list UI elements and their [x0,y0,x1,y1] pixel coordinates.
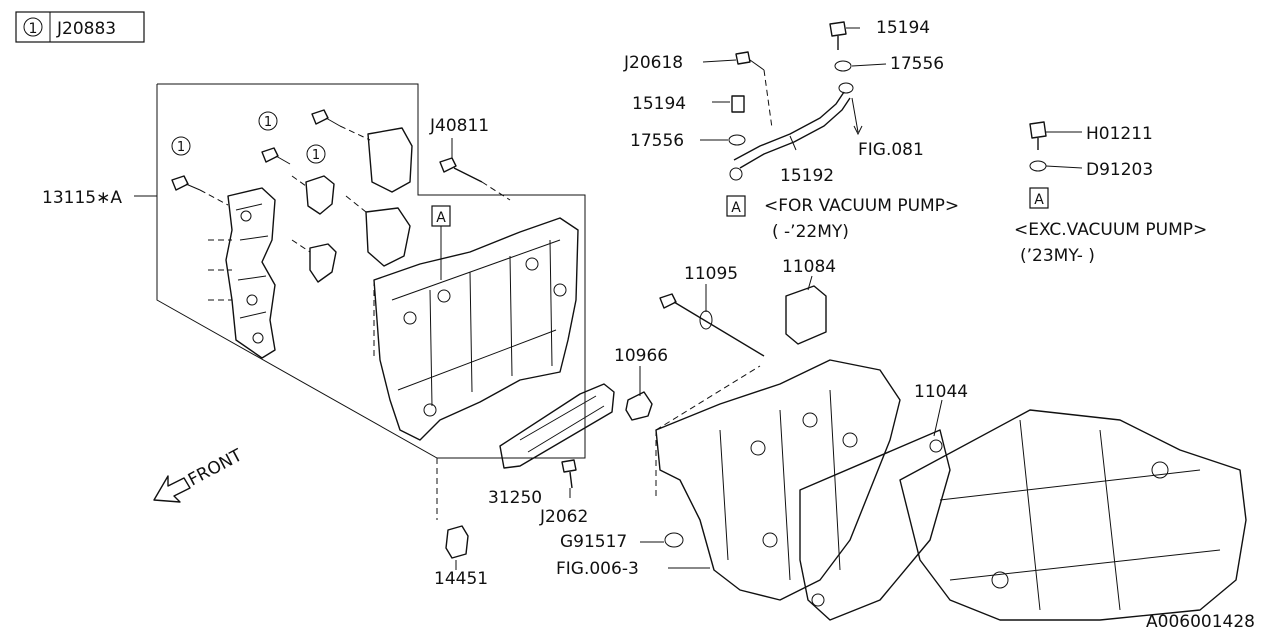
ref-a-box-3: A [1029,187,1049,209]
leader-lines [455,27,1083,570]
plug-14451 [436,458,469,559]
bolt-3: 1 [306,109,371,164]
header-circle-number: 1 [29,21,38,37]
cylinder-head-upper [373,217,579,441]
label-d91203: D91203 [1086,160,1153,180]
cam-caps [291,127,413,283]
label-fig081: FIG.081 [858,140,924,160]
cylinder-head-group-outline [134,83,586,459]
exc-vacuum-parts [1029,121,1047,172]
mark-circle-3: 1 [312,148,320,163]
label-g91517: G91517 [560,532,627,552]
seal-g91517 [664,532,684,548]
mark-circle-1: 1 [177,140,185,155]
note-exc-vacuum-year: (’23MY- ) [1020,246,1095,266]
label-10966: 10966 [614,346,668,366]
label-15194-b: 15194 [632,94,686,114]
bolt-j2062 [561,459,577,489]
cylinder-head-lower [655,359,901,601]
label-fig006: FIG.006-3 [556,559,639,579]
label-11044: 11044 [914,382,968,402]
label-17556-a: 17556 [890,54,944,74]
label-13115: 13115∗A [42,188,122,208]
label-j40811: J40811 [429,116,489,136]
front-arrow: FRONT [153,445,246,503]
label-j20618: J20618 [623,53,683,73]
camshaft-carrier [208,187,276,359]
note-exc-vacuum-pump: <EXC.VACUUM PUMP> [1014,220,1207,240]
vacuum-oil-pipe [728,21,863,181]
note-for-vacuum-pump: <FOR VACUUM PUMP> [764,196,959,216]
label-31250: 31250 [488,488,542,508]
label-11095: 11095 [684,264,738,284]
part-31250 [499,383,615,469]
label-h01211: H01211 [1086,124,1153,144]
label: A [436,210,446,226]
front-label: FRONT [185,445,246,490]
ref-a-box-1: A [431,205,451,280]
label-15194-a: 15194 [876,18,930,38]
footer-code: A006001428 [1146,612,1255,632]
bolt-1: 1 [171,136,229,206]
label-11084: 11084 [782,257,836,277]
bolt-j40811 [439,138,511,201]
mark-circle-2: 1 [264,115,272,130]
label: A [1034,192,1044,208]
engine-block [899,409,1247,621]
note-for-vacuum-year: ( -’22MY) [772,222,849,242]
part-labels: 13115∗A 15194 17556 J20618 15194 17556 F… [42,18,1255,632]
plug-10966 [625,391,653,421]
label-14451: 14451 [434,569,488,589]
plug-11084 [785,285,827,345]
head-gasket [799,429,951,621]
ref-a-box-2: A [726,195,746,217]
label-15192: 15192 [780,166,834,186]
header-reference: 1 J20883 [15,11,145,43]
header-code: J20883 [56,19,116,39]
bolt-2: 1 [258,111,291,165]
label-17556-b: 17556 [630,131,684,151]
label: A [731,200,741,216]
label-j2062: J2062 [539,507,588,527]
bolt-11095 [659,293,765,357]
